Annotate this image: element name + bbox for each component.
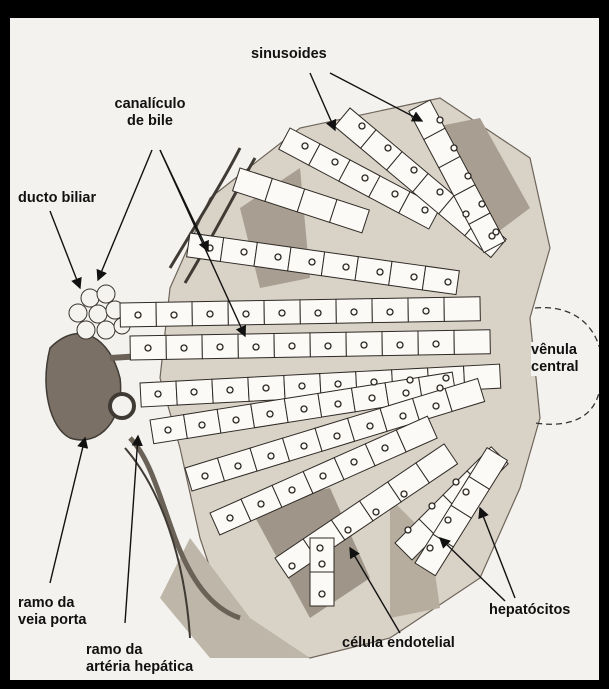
label-canaliculo-de-bile: canalículo de bile xyxy=(95,96,205,130)
label-hepatocitos: hepatócitos xyxy=(489,602,570,619)
label-veia-porta-line1: ramo da xyxy=(18,595,87,612)
label-ducto-biliar: ducto biliar xyxy=(18,190,96,207)
label-venula-line2: central xyxy=(531,359,579,376)
label-ramo-da-arteria-hepatica: ramo da artéria hepática xyxy=(86,642,193,676)
label-arteria-line2: artéria hepática xyxy=(86,659,193,676)
label-celula-endotelial: célula endotelial xyxy=(342,635,455,652)
liver-lobule-illustration: sinusoides canalículo de bile ducto bili… xyxy=(10,18,599,680)
label-sinusoides: sinusoides xyxy=(251,46,327,63)
label-ramo-da-veia-porta: ramo da veia porta xyxy=(18,595,87,629)
label-veia-porta-line2: veia porta xyxy=(18,612,87,629)
label-arteria-line1: ramo da xyxy=(86,642,193,659)
label-canaliculo-line2: de bile xyxy=(95,113,205,130)
label-canaliculo-line1: canalículo xyxy=(95,96,205,113)
label-venula-central: vênula central xyxy=(531,342,579,376)
label-venula-line1: vênula xyxy=(531,342,579,359)
